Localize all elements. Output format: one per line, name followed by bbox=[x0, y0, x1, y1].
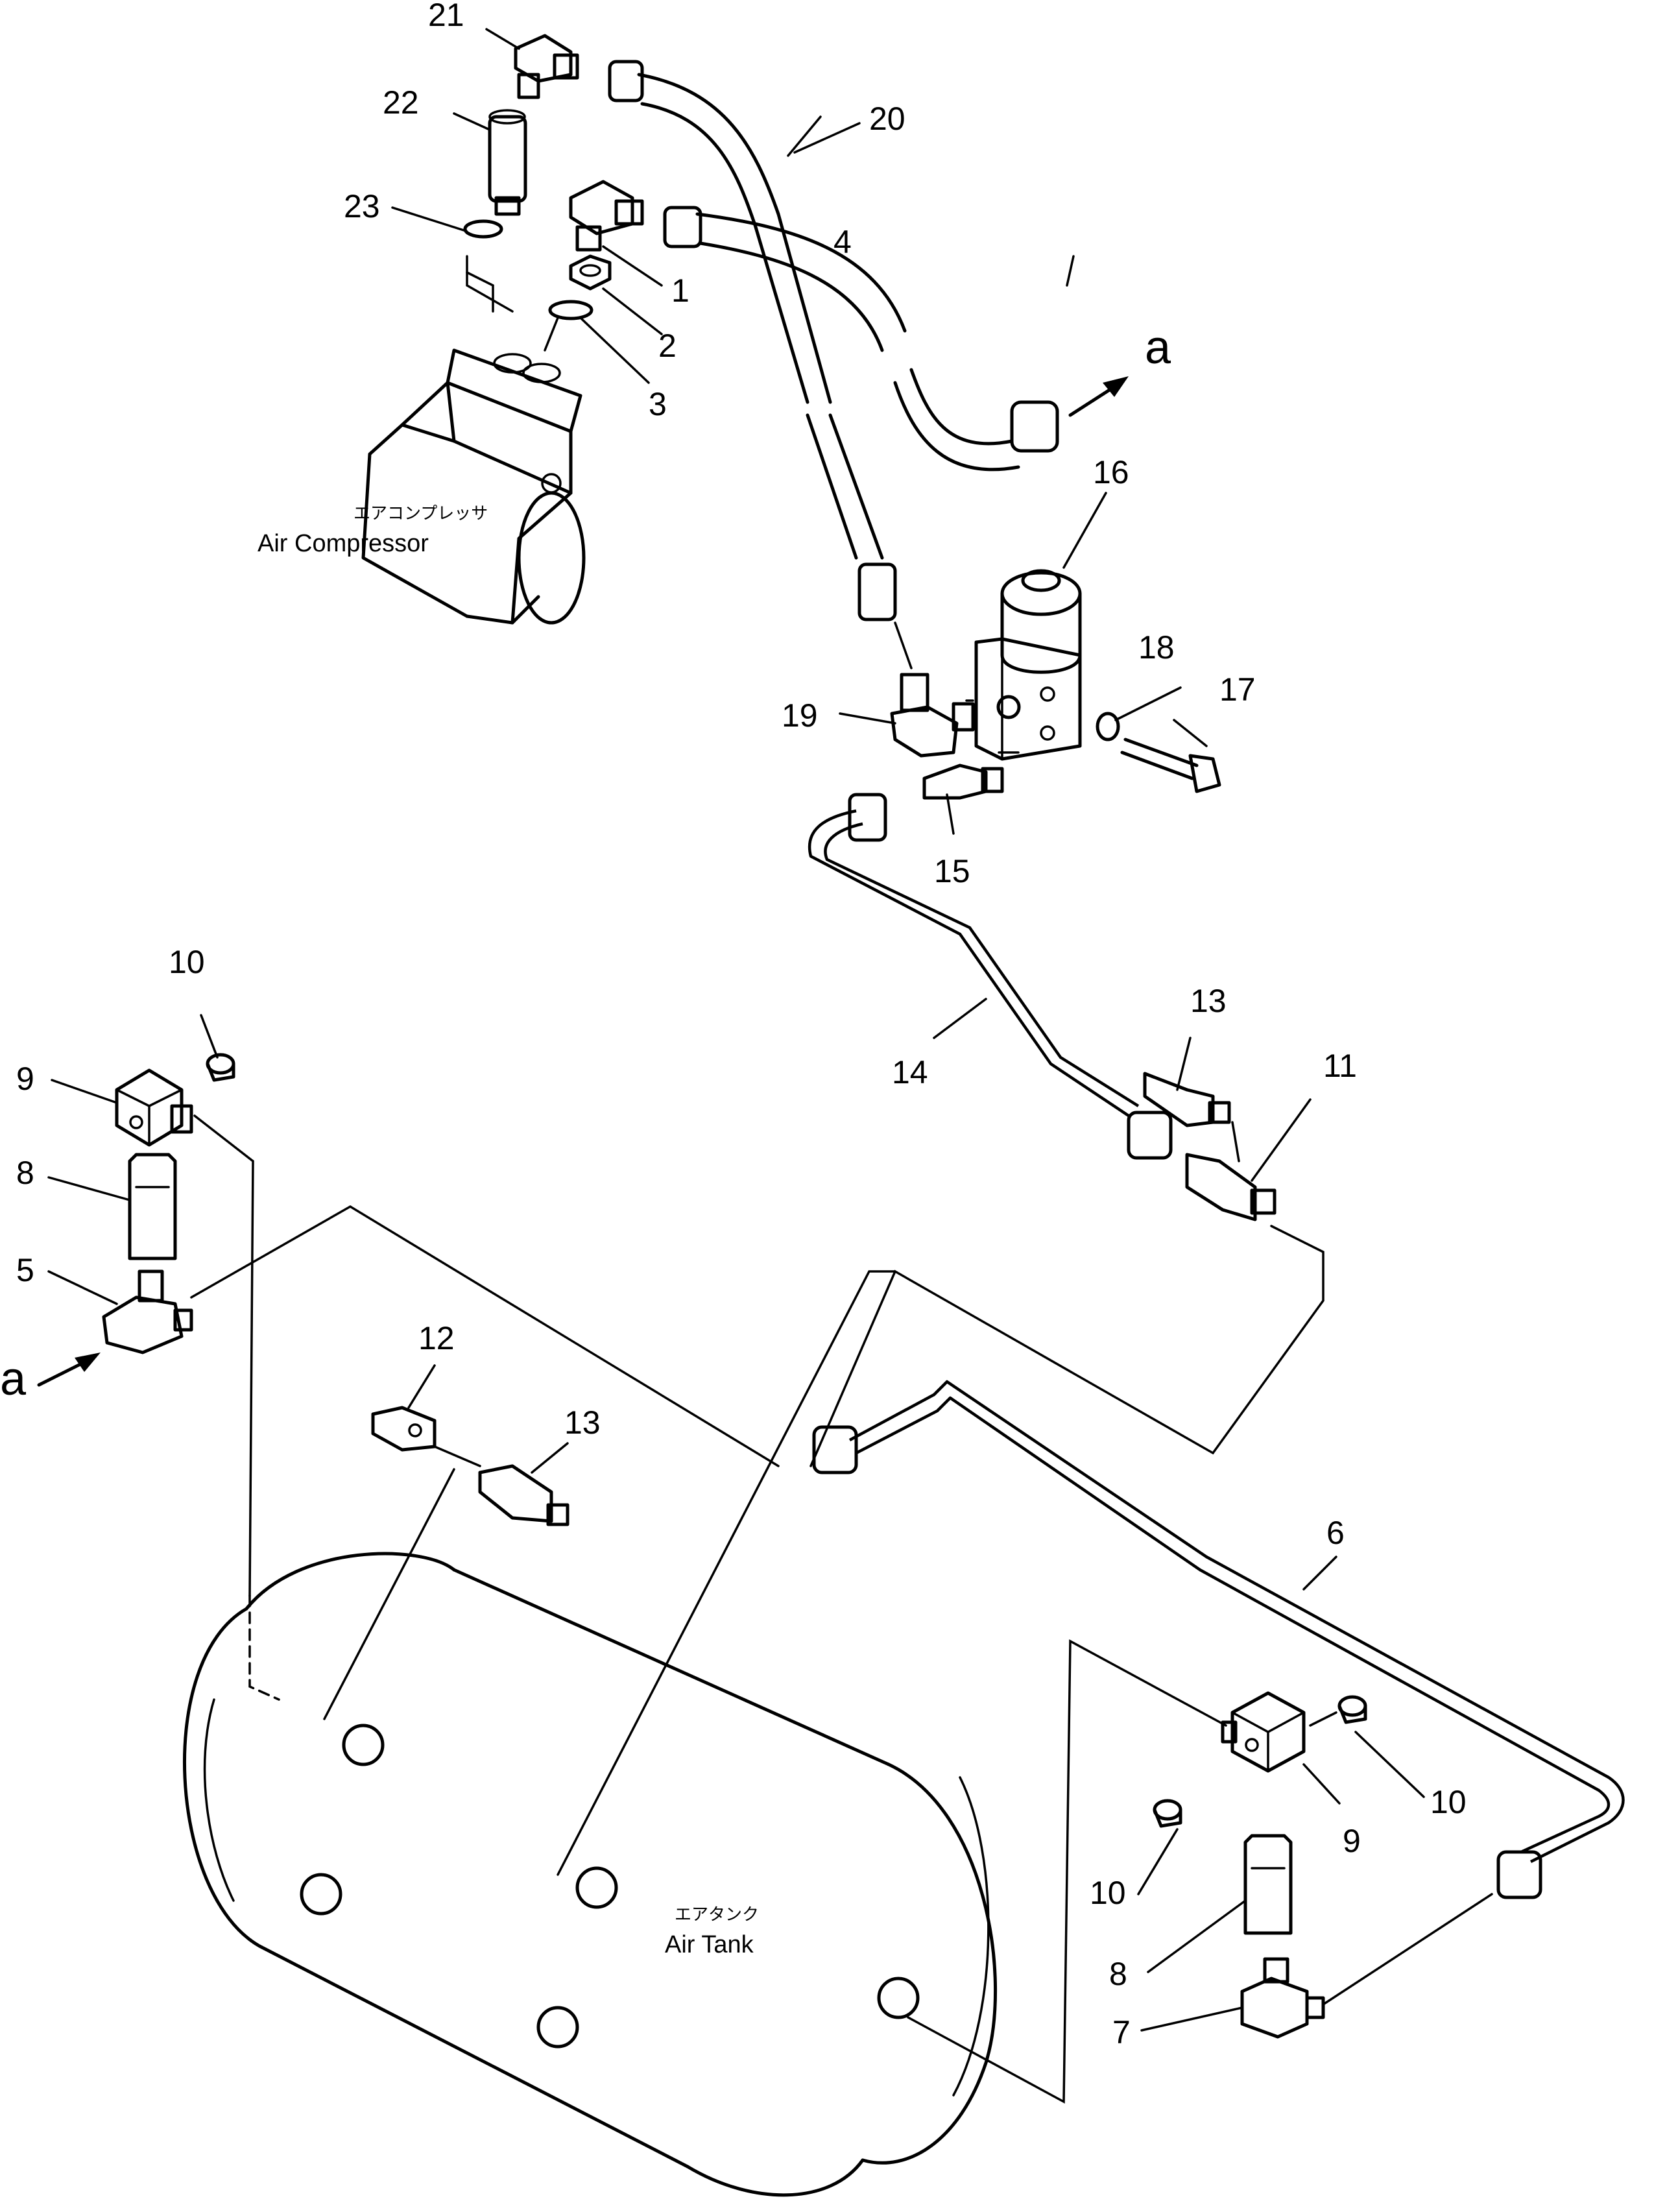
callout-13-mid: 13 bbox=[564, 1404, 601, 1441]
callout-18: 18 bbox=[1138, 629, 1175, 666]
left-line-hidden bbox=[248, 1594, 280, 1701]
callout-7: 7 bbox=[1112, 2014, 1131, 2050]
tee-5-line bbox=[190, 1205, 780, 1467]
air-tank-label: エアタンク Air Tank bbox=[665, 1905, 759, 1958]
fitting-7 bbox=[1240, 1957, 1325, 2039]
block-9-right bbox=[1221, 1691, 1306, 1773]
fitting-12 bbox=[371, 1406, 437, 1452]
compressor-connection-line-3 bbox=[544, 317, 559, 352]
callout-10-top: 10 bbox=[169, 944, 205, 980]
adapter-22 bbox=[488, 109, 527, 216]
fitting-12-line bbox=[323, 1468, 455, 1720]
pipe-14 bbox=[808, 793, 1173, 1160]
callout-numbers: 21 22 23 1 2 3 20 4 16 18 17 19 15 14 13… bbox=[16, 0, 1467, 2050]
fitting-11-line bbox=[809, 1225, 1324, 1467]
reference-mark-a-left: a bbox=[0, 1353, 27, 1405]
air-tank-label-en: Air Tank bbox=[665, 1931, 754, 1958]
callout-3: 3 bbox=[649, 386, 667, 422]
pipe-6 bbox=[812, 1380, 1625, 1899]
plug-10-right bbox=[1337, 1695, 1367, 1724]
hose-20 bbox=[608, 60, 897, 621]
plug-10-right-link bbox=[1309, 1711, 1337, 1727]
tank-line-to-block-9 bbox=[907, 1639, 1227, 2104]
callout-21: 21 bbox=[428, 0, 464, 33]
callout-9-left: 9 bbox=[16, 1061, 34, 1097]
sensor-13-mid bbox=[478, 1464, 569, 1526]
callout-15: 15 bbox=[934, 853, 970, 889]
callout-13-top: 13 bbox=[1190, 983, 1227, 1019]
tee-fitting-5 bbox=[102, 1269, 193, 1354]
callout-20: 20 bbox=[869, 101, 905, 137]
air-tank: エアタンク Air Tank bbox=[183, 1552, 998, 2197]
valve-8-left bbox=[128, 1153, 177, 1260]
compressor-connection-line-23 bbox=[466, 255, 514, 313]
reference-arrow-a-left: a bbox=[0, 1352, 101, 1405]
callout-4: 4 bbox=[833, 224, 852, 260]
bolt-17 bbox=[1120, 738, 1221, 793]
valve-assembly-16 bbox=[974, 569, 1082, 761]
callout-9-right: 9 bbox=[1343, 1823, 1361, 1859]
plug-10-lower bbox=[1153, 1799, 1182, 1828]
air-compressor-label: エアコンプレッサ Air Compressor bbox=[258, 504, 488, 557]
hose-20-to-fitting-19-line bbox=[894, 621, 913, 669]
fitting-7-line bbox=[1322, 1893, 1493, 2006]
callout-23: 23 bbox=[344, 188, 380, 224]
air-compressor-label-en: Air Compressor bbox=[258, 530, 429, 557]
callout-17: 17 bbox=[1219, 671, 1256, 708]
connector-15 bbox=[922, 763, 1004, 800]
elbow-fitting-1 bbox=[569, 180, 644, 252]
reference-mark-a-top: a bbox=[1145, 322, 1171, 374]
callout-6: 6 bbox=[1326, 1515, 1345, 1551]
valve-8-right bbox=[1243, 1834, 1293, 1935]
sensor-13-top bbox=[1143, 1072, 1231, 1127]
callout-16: 16 bbox=[1093, 454, 1129, 490]
callout-leaders bbox=[47, 28, 1425, 2032]
callout-19: 19 bbox=[782, 697, 818, 734]
air-compressor: エアコンプレッサ Air Compressor bbox=[258, 271, 586, 625]
callout-2: 2 bbox=[658, 328, 677, 364]
fitting-19 bbox=[890, 673, 975, 758]
callout-12: 12 bbox=[418, 1320, 455, 1356]
washer-18 bbox=[1096, 712, 1120, 741]
nut-2 bbox=[569, 254, 612, 291]
o-ring-3 bbox=[548, 300, 593, 320]
callout-1: 1 bbox=[671, 272, 689, 309]
left-line-to-tank bbox=[193, 1114, 254, 1597]
plug-10-top bbox=[206, 1053, 235, 1082]
callout-8-left: 8 bbox=[16, 1155, 34, 1191]
air-compressor-label-jp: エアコンプレッサ bbox=[354, 504, 488, 523]
callout-10-lower: 10 bbox=[1090, 1875, 1126, 1911]
callout-5: 5 bbox=[16, 1252, 34, 1288]
sensor-13-link bbox=[1231, 1121, 1240, 1162]
tank-line-to-fitting-11 bbox=[557, 1270, 896, 1876]
fitting-11 bbox=[1185, 1153, 1276, 1221]
washer-23 bbox=[463, 219, 503, 239]
reference-arrow-a-top: a bbox=[1068, 322, 1171, 417]
callout-8-right: 8 bbox=[1109, 1956, 1127, 1992]
callout-22: 22 bbox=[383, 84, 419, 121]
block-9-left bbox=[115, 1068, 193, 1147]
air-tank-label-jp: エアタンク bbox=[675, 1905, 759, 1925]
elbow-fitting-21 bbox=[514, 34, 579, 99]
fitting-12-link bbox=[433, 1445, 481, 1467]
callout-14: 14 bbox=[892, 1054, 928, 1090]
callout-10-right: 10 bbox=[1430, 1784, 1467, 1820]
callout-11: 11 bbox=[1323, 1048, 1357, 1084]
hose-4 bbox=[663, 206, 1059, 472]
